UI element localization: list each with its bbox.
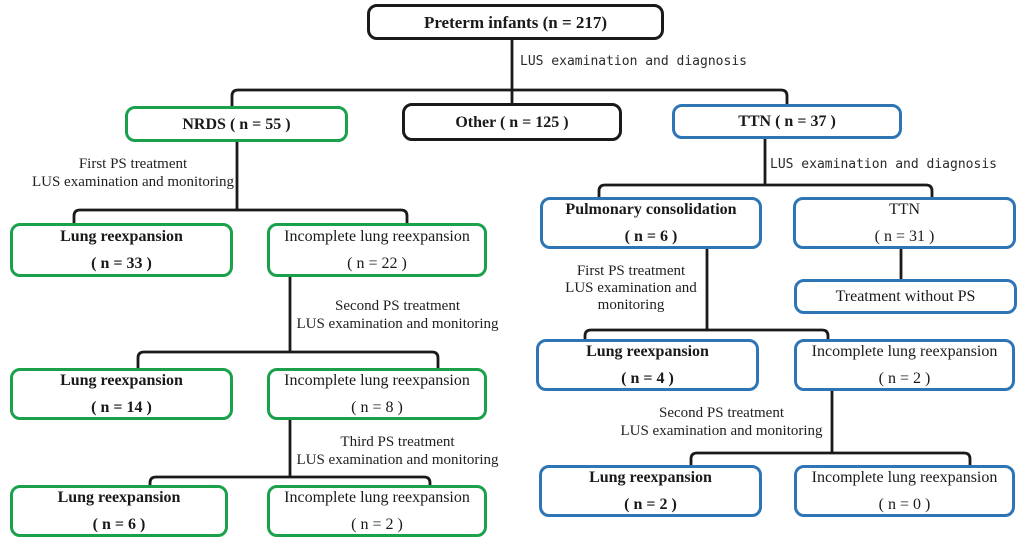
node-label: Incomplete lung reexpansion [284,228,470,245]
node-label: TTN ( n = 37 ) [738,113,836,130]
node-count: ( n = 0 ) [878,496,931,513]
label-line: Second PS treatment [659,405,784,421]
node-count: ( n = 2 ) [624,496,677,513]
node-incomplete-22: Incomplete lung reexpansion ( n = 22 ) [267,223,487,277]
label-lus-exam-diagnosis-right: LUS examination and diagnosis [770,156,997,174]
node-count: ( n = 8 ) [351,399,403,416]
node-lung-reexpansion-4: Lung reexpansion ( n = 4 ) [536,339,759,391]
connector-row1-branch [230,88,789,106]
node-lung-reexpansion-14: Lung reexpansion ( n = 14 ) [10,368,233,420]
node-label: Other ( n = 125 ) [455,113,569,131]
node-count: ( n = 33 ) [91,255,152,272]
node-count: ( n = 2 ) [351,516,403,533]
node-treatment-without-ps: Treatment without PS [794,279,1017,314]
label-second-ps-left: Second PS treatment LUS examination and … [295,297,500,333]
node-ttn: TTN ( n = 37 ) [672,104,902,139]
node-label: Lung reexpansion [57,489,181,506]
node-ttn-31: TTN ( n = 31 ) [793,197,1016,249]
node-count: ( n = 2 ) [878,370,931,387]
label-second-ps-right: Second PS treatment LUS examination and … [618,404,825,440]
label-third-ps-left: Third PS treatment LUS examination and m… [295,433,500,469]
label-line: First PS treatment [78,156,188,172]
node-pulmonary-consolidation: Pulmonary consolidation ( n = 6 ) [540,197,762,249]
node-incomplete-0: Incomplete lung reexpansion ( n = 0 ) [794,465,1015,517]
connector-second-right-branch [583,328,830,339]
node-count: ( n = 4 ) [621,370,674,387]
label-line: LUS examination and monitoring [296,452,499,468]
node-nrds: NRDS ( n = 55 ) [125,106,348,142]
node-label: Lung reexpansion [60,372,183,389]
node-label: Incomplete lung reexpansion [284,489,470,506]
node-label: Lung reexpansion [589,469,712,486]
connector-second-left-branch [136,350,440,368]
label-line: LUS examination and [565,280,697,296]
node-lung-reexpansion-2: Lung reexpansion ( n = 2 ) [539,465,762,517]
node-label: Lung reexpansion [586,343,709,360]
label-line: monitoring [597,297,665,313]
label-line: First PS treatment [576,263,686,279]
node-count: ( n = 6 ) [92,516,146,533]
node-count: ( n = 6 ) [624,228,678,245]
label-first-ps-left: First PS treatment LUS examination and m… [27,155,239,191]
node-incomplete-2-left: Incomplete lung reexpansion ( n = 2 ) [267,485,487,537]
label-line: LUS examination and diagnosis [520,54,747,69]
label-line: Second PS treatment [335,298,460,314]
node-label: NRDS ( n = 55 ) [182,115,291,133]
node-count: ( n = 14 ) [91,399,152,416]
node-label: Incomplete lung reexpansion [811,469,998,486]
connector-ttn-branch [597,183,934,197]
node-other: Other ( n = 125 ) [402,103,622,141]
label-line: Third PS treatment [340,434,455,450]
label-line: LUS examination and monitoring [296,316,499,332]
node-lung-reexpansion-6: Lung reexpansion ( n = 6 ) [10,485,228,537]
node-preterm-infants: Preterm infants (n = 217) [367,4,664,40]
connector-third-left-branch [148,475,432,485]
node-lung-reexpansion-33: Lung reexpansion ( n = 33 ) [10,223,233,277]
node-label: Pulmonary consolidation [565,201,737,218]
node-label: Incomplete lung reexpansion [284,372,470,389]
node-incomplete-8: Incomplete lung reexpansion ( n = 8 ) [267,368,487,420]
label-line: LUS examination and diagnosis [770,157,997,172]
node-label: Treatment without PS [835,288,976,305]
node-incomplete-2-right: Incomplete lung reexpansion ( n = 2 ) [794,339,1015,391]
node-label: Incomplete lung reexpansion [811,343,998,360]
connector-third-right-branch [689,451,972,465]
label-line: LUS examination and monitoring [31,174,235,190]
node-label: Lung reexpansion [60,228,183,245]
node-label: TTN [888,201,921,218]
label-lus-exam-diagnosis-top: LUS examination and diagnosis [520,53,747,71]
node-label: Preterm infants (n = 217) [423,12,608,32]
node-count: ( n = 22 ) [347,255,407,272]
node-count: ( n = 31 ) [874,228,935,245]
label-line: LUS examination and monitoring [620,423,823,439]
label-first-ps-right: First PS treatment LUS examination and m… [556,263,706,314]
connector-nrds-branch [72,208,409,223]
